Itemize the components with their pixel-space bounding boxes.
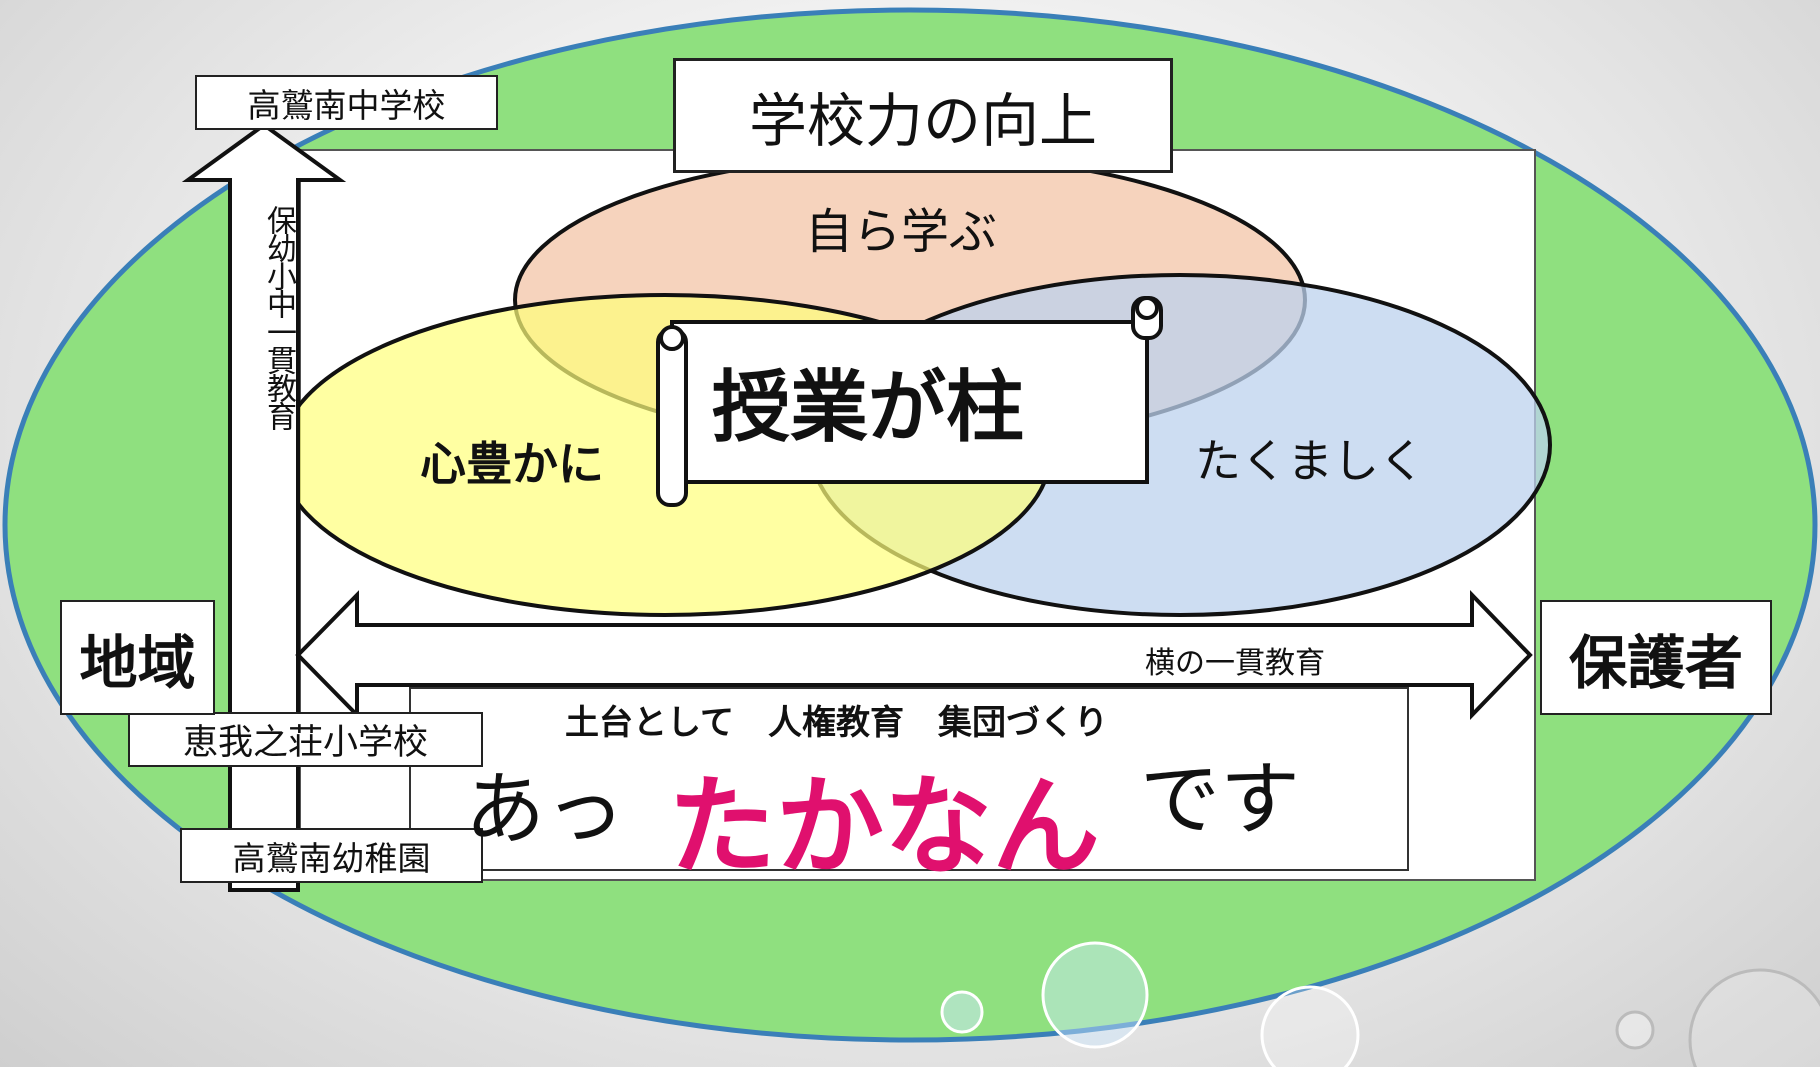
vertical-arrow-label: 保幼小中一貫教育 <box>250 205 300 429</box>
foundation-suffix: です <box>1140 753 1300 846</box>
circle-top-label: 自ら学ぶ <box>805 204 998 260</box>
decorative-bubbles <box>940 941 1820 1067</box>
foundation-box <box>409 687 1409 871</box>
foundation-highlight: たかなん <box>668 765 1101 890</box>
middle-school-label: 恵我之荘小学校 <box>128 712 483 767</box>
top-label: 学校力の向上 <box>673 58 1173 173</box>
foundation-subtitle: 土台として 人権教育 集団づくり <box>565 703 1108 743</box>
center-banner-scroll <box>656 296 1163 507</box>
vertical-arrow-label-text: 保幼小中一貫教育 <box>261 205 296 429</box>
horizontal-arrow-label: 横の一貫教育 <box>1145 646 1325 681</box>
community-label: 地域 <box>60 600 215 715</box>
vertical-arrow <box>181 122 347 892</box>
foundation-prefix: あっ <box>465 763 625 856</box>
top-school-label: 高鷲南中学校 <box>195 75 498 130</box>
circle-left-label: 心豊かに <box>420 437 604 491</box>
circle-right-label: たくましく <box>1195 434 1425 488</box>
center-banner-text: 授業が柱 <box>712 363 1025 453</box>
kindergarten-label: 高鷲南幼稚園 <box>180 828 483 883</box>
horizontal-arrow <box>295 590 1533 720</box>
guardians-label: 保護者 <box>1540 600 1772 715</box>
